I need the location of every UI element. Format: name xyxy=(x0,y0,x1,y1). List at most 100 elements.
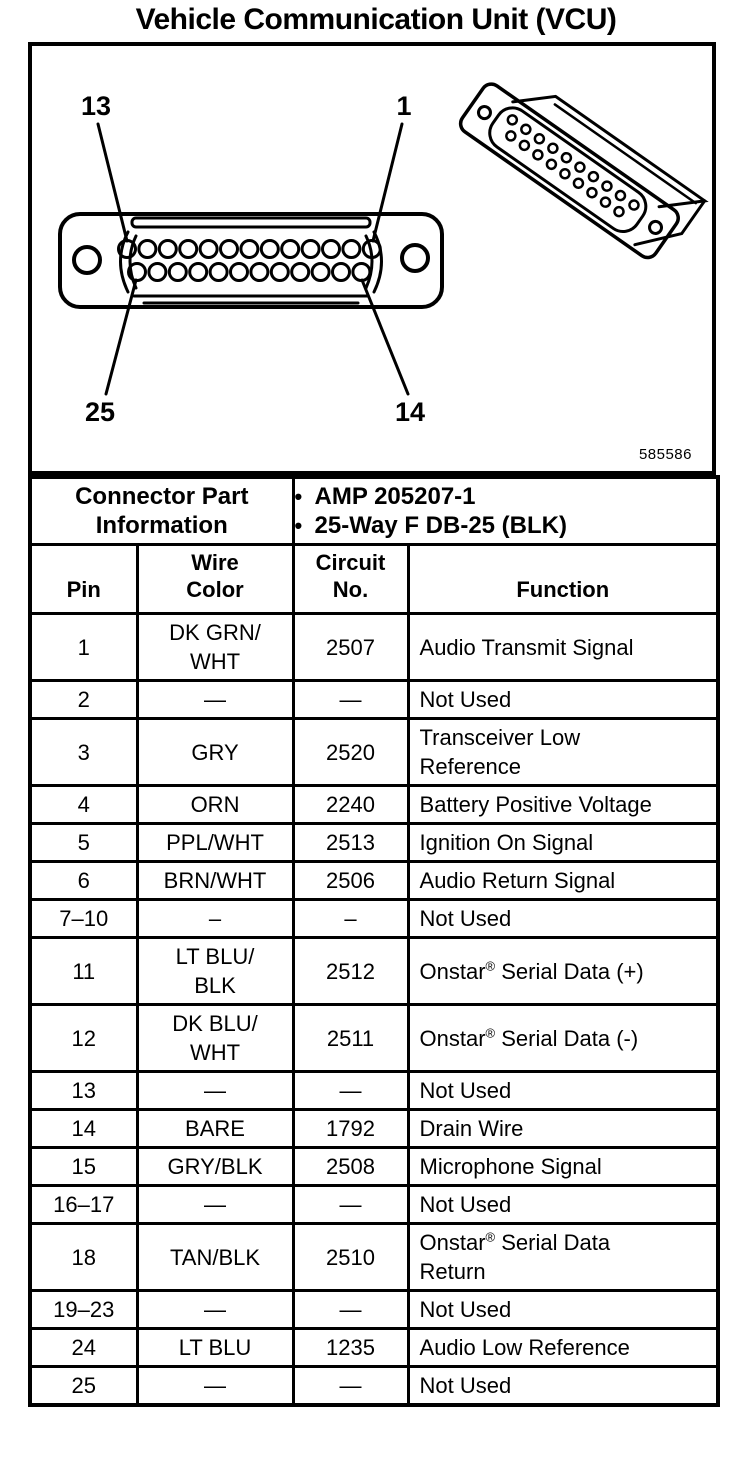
pin-function: Drain Wire xyxy=(406,1108,720,1149)
circuit-number: — xyxy=(291,1184,410,1225)
pin-number: 18 xyxy=(28,1222,139,1292)
figure-number: 585586 xyxy=(638,446,692,463)
page-title: Vehicle Communication Unit (VCU) xyxy=(135,3,617,36)
connector-face-front-view xyxy=(58,122,444,396)
connector-part-numbers: AMP 205207-1 25-Way F DB-25 (BLK) xyxy=(291,475,720,546)
connector-3d-view xyxy=(458,82,709,260)
pin-number: 25 xyxy=(28,1365,139,1407)
circuit-number: 1792 xyxy=(291,1108,410,1149)
col-header-circuit: Circuit No. xyxy=(291,543,410,615)
circuit-number: 2511 xyxy=(291,1003,410,1073)
pin-number: 5 xyxy=(28,822,139,863)
pin-function: Onstar® Serial Data Return xyxy=(406,1222,720,1292)
pin-table-row: 25 — — Not Used xyxy=(28,1365,720,1407)
pin-number: 14 xyxy=(28,1108,139,1149)
pin-number: 1 xyxy=(28,612,139,682)
circuit-number: 2512 xyxy=(291,936,410,1006)
circuit-number: 2508 xyxy=(291,1146,410,1187)
pin-table-row: 24 LT BLU 1235 Audio Low Reference xyxy=(28,1327,720,1368)
pin-function: Battery Positive Voltage xyxy=(406,784,720,825)
wire-color: DK GRN/ WHT xyxy=(135,612,295,682)
wire-color: ORN xyxy=(135,784,295,825)
circuit-number: 2520 xyxy=(291,717,410,787)
pin-table-row: 2 — — Not Used xyxy=(28,679,720,720)
pin-function: Audio Return Signal xyxy=(406,860,720,901)
wire-color: BRN/WHT xyxy=(135,860,295,901)
3d-hole-right-icon xyxy=(648,219,664,235)
pin-table-row: 16–17 — — Not Used xyxy=(28,1184,720,1225)
callout-pin-13: 13 xyxy=(80,91,112,121)
pin-function: Not Used xyxy=(406,1070,720,1111)
connector-part-number: AMP 205207-1 xyxy=(296,482,715,511)
pin-function: Not Used xyxy=(406,1184,720,1225)
pin-number: 15 xyxy=(28,1146,139,1187)
wire-color: — xyxy=(135,1289,295,1330)
pin-table-row: 14 BARE 1792 Drain Wire xyxy=(28,1108,720,1149)
column-header-row: Pin Wire Color Circuit No. Function xyxy=(28,543,720,615)
callout-pin-1: 1 xyxy=(396,91,412,121)
wire-color: GRY xyxy=(135,717,295,787)
pinout-table: Connector Part Information AMP 205207-1 … xyxy=(28,475,720,1407)
pin-function: Onstar® Serial Data (+) xyxy=(406,936,720,1006)
connector-part-info-row: Connector Part Information AMP 205207-1 … xyxy=(28,475,720,546)
pin-table-body: 1 DK GRN/ WHT 2507 Audio Transmit Signal… xyxy=(28,612,720,1407)
circuit-number: 2240 xyxy=(291,784,410,825)
pin-number: 7–10 xyxy=(28,898,139,939)
pin-number: 19–23 xyxy=(28,1289,139,1330)
wire-color: — xyxy=(135,1184,295,1225)
pin-function: Not Used xyxy=(406,898,720,939)
pin-function: Audio Transmit Signal xyxy=(406,612,720,682)
wire-color: GRY/BLK xyxy=(135,1146,295,1187)
callout-leader-lines xyxy=(96,122,410,396)
circuit-number: — xyxy=(291,1365,410,1407)
circuit-number: — xyxy=(291,1070,410,1111)
callout-pin-14: 14 xyxy=(394,397,426,427)
pin-number: 6 xyxy=(28,860,139,901)
pin-function: Transceiver Low Reference xyxy=(406,717,720,787)
circuit-number: – xyxy=(291,898,410,939)
wire-color: LT BLU/ BLK xyxy=(135,936,295,1006)
pin-number: 13 xyxy=(28,1070,139,1111)
pin-number: 2 xyxy=(28,679,139,720)
pin-table-row: 4 ORN 2240 Battery Positive Voltage xyxy=(28,784,720,825)
circuit-number: 2510 xyxy=(291,1222,410,1292)
pin-table-row: 1 DK GRN/ WHT 2507 Audio Transmit Signal xyxy=(28,612,720,682)
pin-function: Not Used xyxy=(406,1365,720,1407)
wire-color: TAN/BLK xyxy=(135,1222,295,1292)
circuit-number: — xyxy=(291,679,410,720)
wire-color: LT BLU xyxy=(135,1327,295,1368)
pin-function: Audio Low Reference xyxy=(406,1327,720,1368)
pin-table-row: 19–23 — — Not Used xyxy=(28,1289,720,1330)
connector-line-art xyxy=(58,82,709,396)
col-header-wire: Wire Color xyxy=(135,543,295,615)
pin-function: Onstar® Serial Data (-) xyxy=(406,1003,720,1073)
wire-color: DK BLU/ WHT xyxy=(135,1003,295,1073)
wire-color: PPL/WHT xyxy=(135,822,295,863)
pin-table-row: 12 DK BLU/ WHT 2511 Onstar® Serial Data … xyxy=(28,1003,720,1073)
connector-part-info-label: Connector Part Information xyxy=(28,475,295,546)
connector-type: 25-Way F DB-25 (BLK) xyxy=(296,511,715,540)
circuit-number: 1235 xyxy=(291,1327,410,1368)
circuit-number: — xyxy=(291,1289,410,1330)
wire-color: — xyxy=(135,679,295,720)
pin-table-row: 5 PPL/WHT 2513 Ignition On Signal xyxy=(28,822,720,863)
connector-figure: 13 1 25 14 585586 xyxy=(28,42,716,475)
pin-row-top xyxy=(117,239,382,259)
3d-hole-left-icon xyxy=(476,105,492,121)
pin-table-row: 13 — — Not Used xyxy=(28,1070,720,1111)
pin-table-row: 18 TAN/BLK 2510 Onstar® Serial Data Retu… xyxy=(28,1222,720,1292)
pin-table-row: 3 GRY 2520 Transceiver Low Reference xyxy=(28,717,720,787)
pin-number: 3 xyxy=(28,717,139,787)
mounting-hole-left-icon xyxy=(72,245,102,275)
pin-table-row: 11 LT BLU/ BLK 2512 Onstar® Serial Data … xyxy=(28,936,720,1006)
circuit-number: 2507 xyxy=(291,612,410,682)
pin-number: 4 xyxy=(28,784,139,825)
col-header-pin: Pin xyxy=(28,543,139,615)
pin-function: Not Used xyxy=(406,1289,720,1330)
pin-number: 16–17 xyxy=(28,1184,139,1225)
pin-function: Not Used xyxy=(406,679,720,720)
pin-table-row: 6 BRN/WHT 2506 Audio Return Signal xyxy=(28,860,720,901)
col-header-function: Function xyxy=(406,543,720,615)
pin-function: Microphone Signal xyxy=(406,1146,720,1187)
